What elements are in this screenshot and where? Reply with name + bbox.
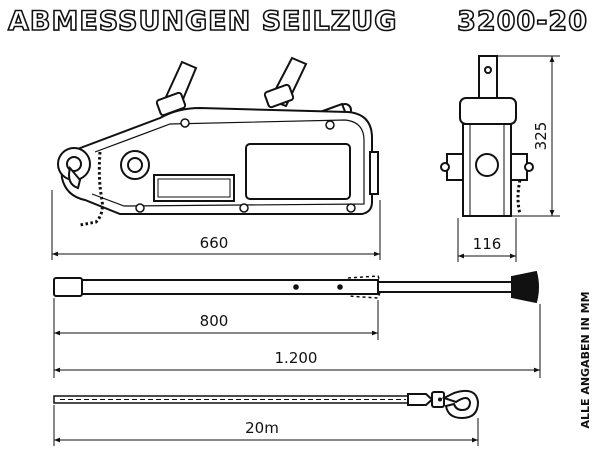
lever-tube-end-hidden — [347, 275, 383, 299]
dimension-lever-full — [53, 304, 541, 378]
front-pin-knob-left — [440, 162, 450, 172]
housing-bolts — [135, 118, 356, 213]
anchor-pin-clip — [68, 165, 82, 190]
wire-rope-assembly — [53, 389, 480, 420]
housing-inner-outline — [91, 119, 365, 207]
hoist-front-view — [440, 55, 534, 217]
front-rope-inlet — [475, 153, 499, 177]
front-pin-knob-right — [524, 162, 534, 172]
lever-outer-tube — [81, 279, 379, 295]
front-chain-icon — [516, 179, 522, 215]
dimension-label-1200: 1.200 — [275, 349, 318, 367]
hoist-side-view — [57, 56, 379, 227]
lever-grip-end — [53, 277, 83, 297]
rope-ferrule — [407, 393, 434, 406]
rope-inlet-inner — [127, 157, 143, 173]
lever-inner-tube — [377, 281, 515, 293]
dimension-body-length — [51, 190, 381, 260]
housing-end-cap — [369, 151, 379, 195]
dimension-label-800: 800 — [200, 312, 229, 330]
drawing-title: ABMESSUNGEN SEILZUG — [7, 5, 398, 38]
model-number: 3200-20 — [456, 5, 588, 38]
dimension-label-116: 116 — [473, 235, 502, 253]
front-lever-socket — [459, 97, 517, 125]
dimension-rope-length — [53, 405, 479, 446]
dimension-body-height — [497, 55, 560, 217]
dimension-label-325: 325 — [532, 122, 550, 151]
units-note: ALLE ANGABEN IN MM — [579, 291, 592, 428]
lever-socket-right — [263, 83, 295, 109]
safety-chain-icon — [79, 151, 104, 227]
telescopic-lever — [53, 270, 539, 304]
housing-window — [245, 143, 351, 200]
dimension-label-660: 660 — [200, 234, 229, 252]
lever-rubber-grip — [511, 270, 539, 304]
dimension-lever-short — [53, 298, 379, 340]
dimension-label-20m: 20m — [245, 419, 279, 437]
nameplate-inner — [157, 178, 231, 198]
hook-icon — [441, 389, 480, 420]
dimension-body-depth — [457, 218, 517, 262]
